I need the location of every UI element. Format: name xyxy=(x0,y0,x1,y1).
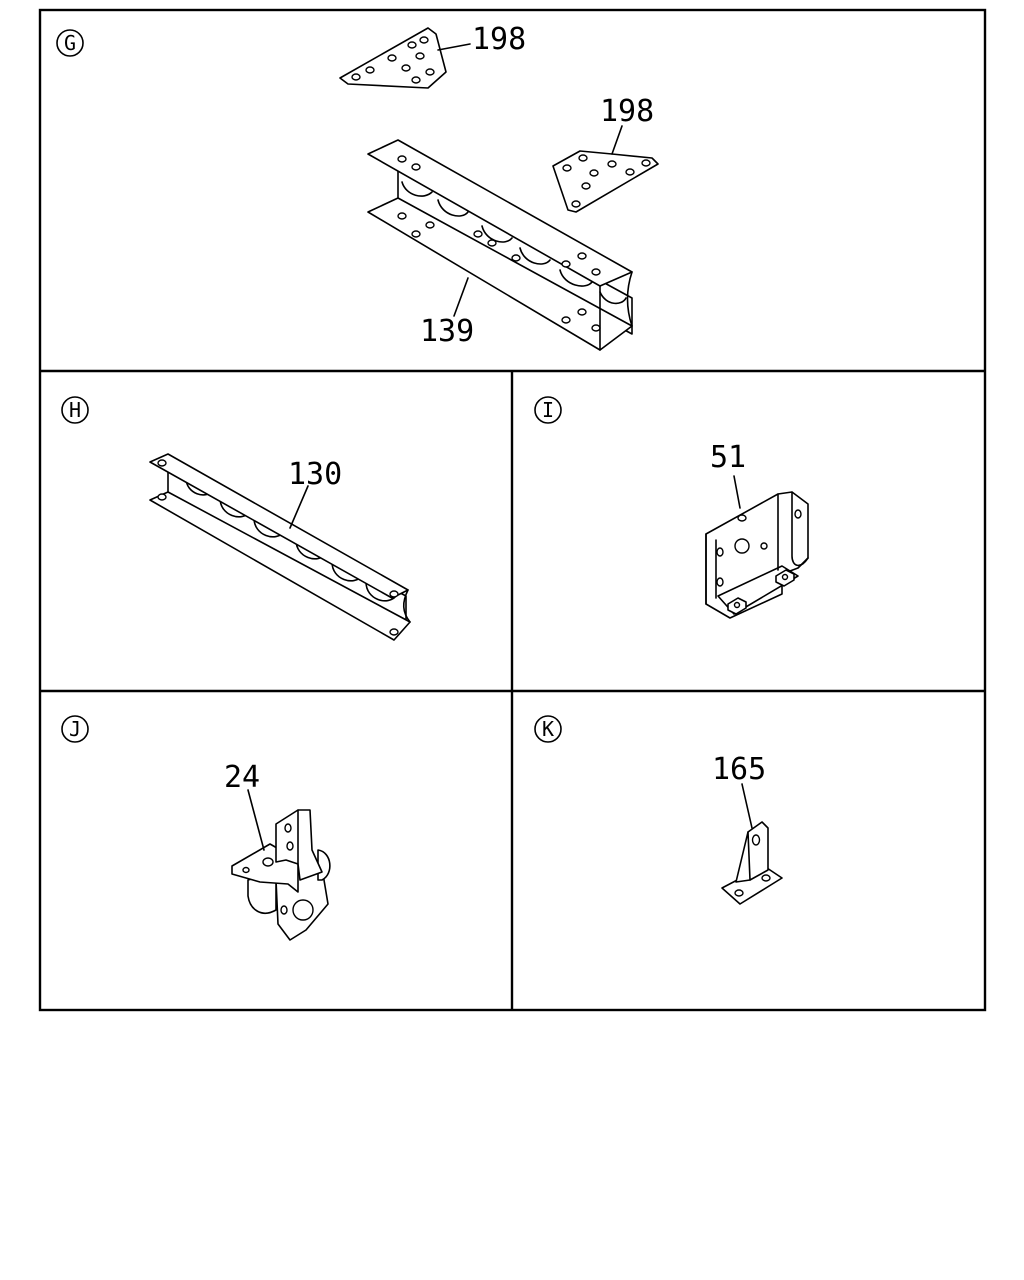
panel-h-id: H xyxy=(69,398,81,422)
callout-24: 24 xyxy=(224,760,260,795)
panel-i-id: I xyxy=(542,398,554,422)
panel-h: H 130 xyxy=(61,396,411,641)
panel-j: J 24 xyxy=(61,715,331,941)
panel-i: I 51 xyxy=(534,396,809,619)
gusset-plate-198-lower xyxy=(552,150,659,213)
panel-g: G 198 198 xyxy=(56,22,659,351)
panel-k-id: K xyxy=(542,717,554,741)
gusset-plate-198-upper xyxy=(339,27,447,89)
panel-g-id-badge: G xyxy=(56,29,84,57)
bracket-51 xyxy=(705,491,809,619)
panel-g-id: G xyxy=(64,31,76,55)
panel-i-id-badge: I xyxy=(534,396,562,424)
callout-139: 139 xyxy=(420,314,474,349)
panel-j-id: J xyxy=(69,717,81,741)
panel-k-id-badge: K xyxy=(534,715,562,743)
callout-165: 165 xyxy=(712,752,766,787)
channel-member-139 xyxy=(367,139,633,351)
panel-j-id-badge: J xyxy=(61,715,89,743)
callout-51: 51 xyxy=(710,440,746,475)
channel-member-130 xyxy=(149,453,411,641)
panel-k: K 165 xyxy=(534,715,783,905)
callout-198-lower: 198 xyxy=(600,94,654,129)
panel-h-id-badge: H xyxy=(61,396,89,424)
bracket-24 xyxy=(231,809,331,941)
callout-198-upper: 198 xyxy=(472,22,526,57)
callout-130: 130 xyxy=(288,457,342,492)
panel-grid xyxy=(38,8,987,1012)
bracket-165 xyxy=(721,821,783,905)
